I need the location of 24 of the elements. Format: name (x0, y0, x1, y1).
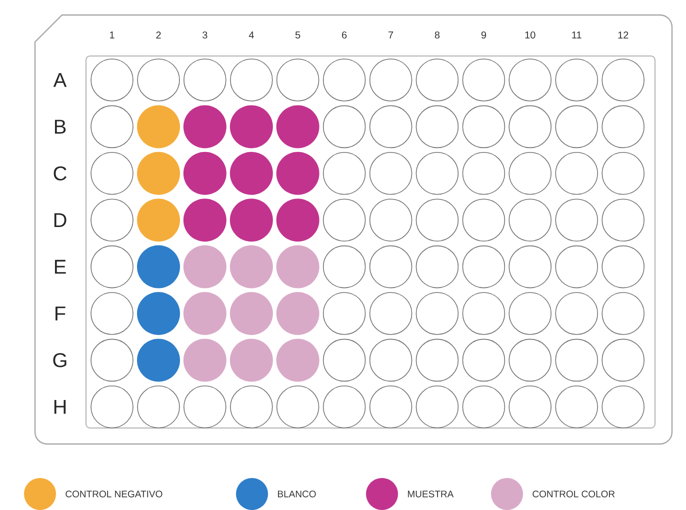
column-number: 4 (248, 32, 254, 38)
legend-label: BLANCO (278, 490, 316, 498)
column-number: 6 (342, 31, 347, 39)
legend-label: CONTROL NEGATIVO (66, 490, 162, 498)
column-number: 1 (110, 32, 114, 38)
column-number: 12 (618, 32, 628, 38)
legend-label: MUESTRA (408, 490, 454, 498)
column-number: 2 (156, 32, 161, 38)
row-letter: E (54, 260, 66, 274)
row-letter: F (56, 306, 66, 320)
column-number: 3 (202, 31, 208, 39)
column-number: 11 (572, 32, 582, 38)
row-letter: A (53, 73, 67, 87)
column-number: 5 (295, 32, 300, 38)
row-letter: D (54, 213, 66, 227)
column-number: 8 (434, 31, 440, 39)
column-number: 9 (481, 31, 486, 39)
row-letter: H (54, 400, 66, 414)
row-letter: G (53, 353, 66, 368)
row-letter: B (54, 120, 66, 134)
row-letter: C (54, 166, 66, 180)
column-number: 7 (388, 32, 394, 38)
legend-label: CONTROL COLOR (532, 490, 615, 498)
column-number: 10 (525, 31, 536, 39)
